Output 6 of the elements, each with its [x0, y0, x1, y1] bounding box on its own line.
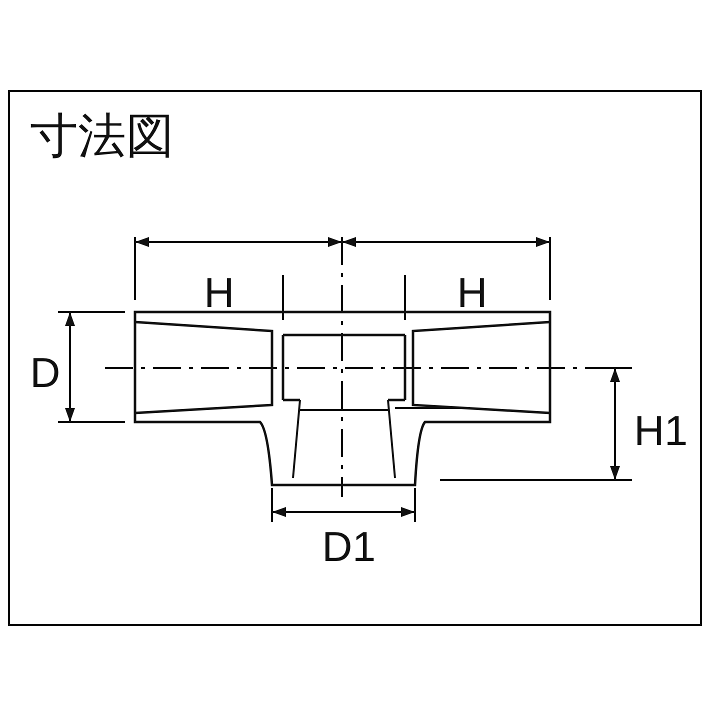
dimension-label: H	[204, 272, 234, 314]
dimension-label: D	[30, 352, 60, 394]
title: 寸法図	[30, 112, 174, 160]
dimension-label: H	[457, 272, 488, 314]
dimension-label: D1	[322, 526, 376, 568]
dimension-label: H1	[634, 410, 688, 452]
